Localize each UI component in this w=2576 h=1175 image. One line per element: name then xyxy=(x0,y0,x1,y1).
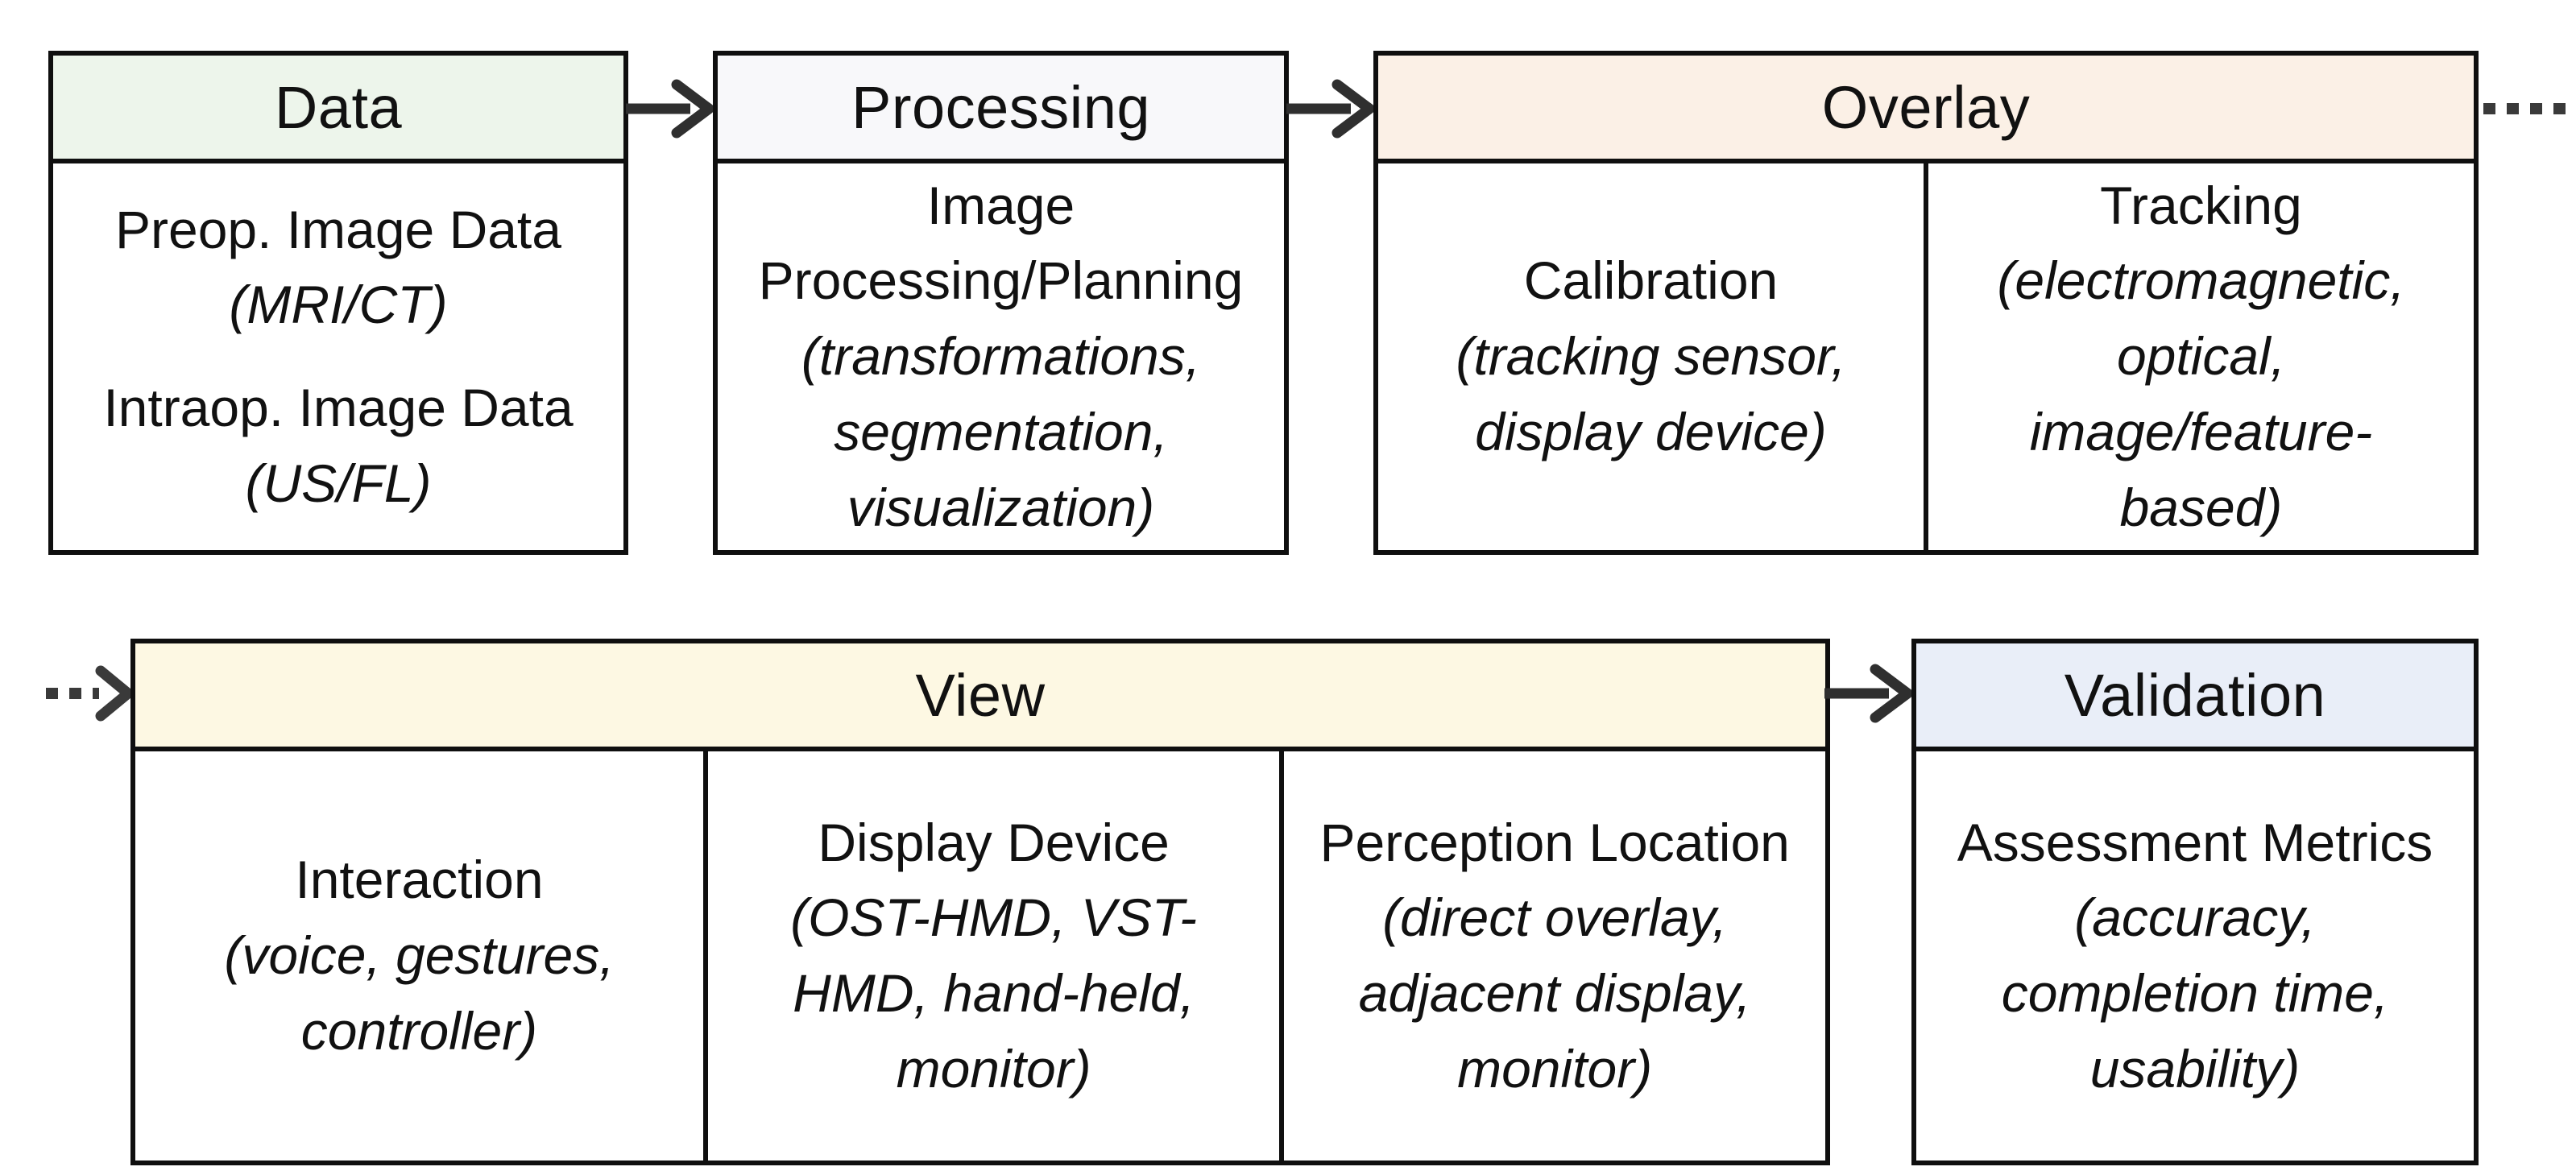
intraop-image-data-detail: (US/FL) xyxy=(245,453,432,513)
validation-box: Validation Assessment Metrics (accuracy,… xyxy=(1911,639,2479,1165)
tracking-cell: Tracking (electromagnetic, optical, imag… xyxy=(1924,163,2474,550)
data-box-title: Data xyxy=(274,73,403,141)
display-device-detail: (OST-HMD, VST- HMD, hand-held, monitor) xyxy=(790,887,1198,1098)
display-device-label: Display Device xyxy=(818,812,1170,872)
preop-image-data-detail: (MRI/CT) xyxy=(229,275,448,335)
arrow-processing-to-overlay xyxy=(1286,79,1375,139)
processing-box-title: Processing xyxy=(851,73,1151,141)
calibration-detail: (tracking sensor, display device) xyxy=(1456,326,1846,461)
perception-location-detail: (direct overlay, adjacent display, monit… xyxy=(1358,887,1751,1098)
assessment-metrics-label: Assessment Metrics xyxy=(1957,812,2433,872)
display-device-cell: Display Device (OST-HMD, VST- HMD, hand-… xyxy=(702,751,1279,1161)
image-processing-planning-label: Image Processing/Planning xyxy=(758,175,1244,311)
preop-image-data-label: Preop. Image Data xyxy=(115,199,561,259)
view-box: View Interaction (voice, gestures, contr… xyxy=(130,639,1830,1165)
processing-box: Processing Image Processing/Planning (tr… xyxy=(713,51,1289,555)
data-box-content: Preop. Image Data (MRI/CT) Intraop. Imag… xyxy=(53,163,623,550)
assessment-metrics-cell: Assessment Metrics (accuracy, completion… xyxy=(1916,751,2474,1161)
arrow-data-to-processing xyxy=(626,79,714,139)
assessment-metrics-detail: (accuracy, completion time, usability) xyxy=(2001,887,2389,1098)
validation-box-title: Validation xyxy=(2064,661,2326,729)
validation-box-header: Validation xyxy=(1916,643,2474,751)
dotted-connector-overlay-out xyxy=(2483,103,2576,114)
image-processing-planning-detail: (transformations, segmentation, visualiz… xyxy=(801,326,1201,537)
tracking-label: Tracking xyxy=(2100,175,2302,235)
interaction-detail: (voice, gestures, controller) xyxy=(224,925,615,1061)
calibration-label: Calibration xyxy=(1523,250,1779,311)
dotted-arrow-into-view xyxy=(46,665,134,722)
perception-location-cell: Perception Location (direct overlay, adj… xyxy=(1279,751,1825,1161)
view-box-title: View xyxy=(915,661,1046,729)
intraop-image-data-label: Intraop. Image Data xyxy=(103,378,574,437)
interaction-label: Interaction xyxy=(295,850,544,910)
overlay-box: Overlay Calibration (tracking sensor, di… xyxy=(1373,51,2479,555)
data-box: Data Preop. Image Data (MRI/CT) Intraop.… xyxy=(48,51,628,555)
perception-location-label: Perception Location xyxy=(1319,812,1790,872)
overlay-box-header: Overlay xyxy=(1378,56,2474,163)
tracking-detail: (electromagnetic, optical, image/feature… xyxy=(1997,250,2405,537)
processing-box-content: Image Processing/Planning (transformatio… xyxy=(718,163,1284,550)
calibration-cell: Calibration (tracking sensor, display de… xyxy=(1378,163,1924,550)
processing-box-header: Processing xyxy=(718,56,1284,163)
overlay-box-title: Overlay xyxy=(1821,73,2031,141)
data-box-header: Data xyxy=(53,56,623,163)
interaction-cell: Interaction (voice, gestures, controller… xyxy=(135,751,703,1161)
view-box-header: View xyxy=(135,643,1825,751)
arrow-view-to-validation xyxy=(1824,664,1913,723)
